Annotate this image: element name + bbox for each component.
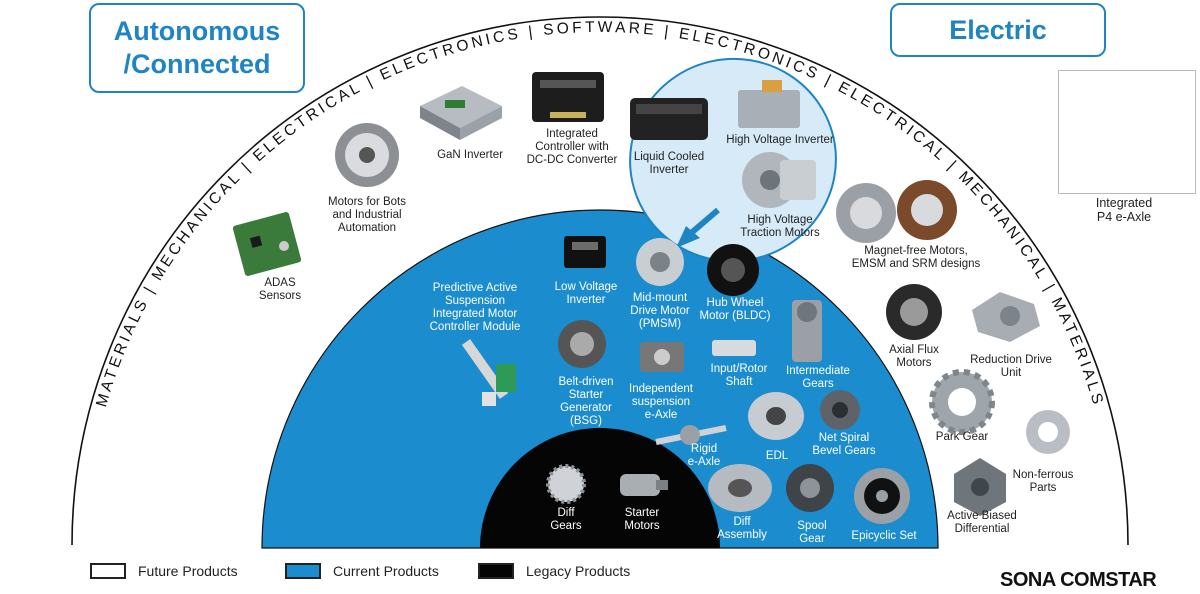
independent-eaxle-icon [640, 342, 684, 372]
net-spiral-bevel-icon [820, 390, 860, 430]
label-predictive-suspension: Predictive Active Suspension Integrated … [429, 282, 521, 333]
brand-logo-text: SONA COMSTAR [1000, 569, 1157, 591]
active-biased-diff-icon [954, 458, 1006, 516]
label-magnet-free-motors: Magnet-free Motors, EMSM and SRM designs [851, 245, 981, 270]
label-reduction-drive: Reduction Drive Unit [970, 354, 1052, 379]
legend-future-label: Future Products [138, 563, 238, 579]
hv-inverter-icon [738, 80, 800, 128]
transition-arrow [688, 207, 720, 237]
label-intermediate-gears: Intermediate Gears [786, 365, 850, 390]
label-axial-flux: Axial Flux Motors [889, 344, 939, 369]
label-mid-mount-motor: Mid-mount Drive Motor (PMSM) [630, 292, 690, 330]
predictive-suspension-icon [461, 339, 516, 406]
input-rotor-shaft-icon [712, 340, 756, 356]
park-gear-icon [929, 369, 995, 435]
motor-bots-icon [335, 123, 399, 187]
label-motors-bots: Motors for Bots and Industrial Automatio… [328, 196, 406, 234]
label-net-spiral-bevel: Net Spiral Bevel Gears [812, 432, 876, 457]
legend-legacy-label: Legacy Products [526, 563, 631, 579]
rigid-eaxle-icon [655, 425, 727, 445]
label-lv-inverter: Low Voltage Inverter [554, 281, 618, 306]
hv-traction-motor-icon [742, 152, 816, 208]
label-diff-gears: Diff Gears [550, 507, 582, 532]
future-products-arc [71, 16, 1129, 546]
autonomous-connected-text: Autonomous /Connected [113, 16, 281, 79]
legacy-products-region [480, 428, 720, 548]
electric-text: Electric [949, 14, 1047, 45]
label-edl: EDL [765, 450, 789, 462]
label-non-ferrous: Non-ferrous Parts [1012, 469, 1074, 494]
label-bsg: Belt-driven Starter Generator (BSG) [558, 376, 614, 427]
lv-inverter-icon [564, 236, 606, 268]
label-gan-inverter: GaN Inverter [437, 149, 503, 161]
integrated-controller-icon [532, 72, 604, 122]
mid-mount-motor-icon [636, 238, 684, 286]
transition-arrow-head [676, 226, 700, 248]
label-starter-motors: Starter Motors [624, 507, 660, 532]
label-epicyclic-set: Epicyclic Set [851, 530, 917, 542]
label-hv-traction-motors: High Voltage Traction Motors [740, 214, 820, 239]
legend-future-swatch [90, 563, 126, 579]
label-adas: ADAS Sensors [258, 277, 302, 302]
p4-eaxle-image [1058, 70, 1196, 194]
non-ferrous-part-icon [1026, 410, 1070, 454]
legend-current: Current Products [285, 562, 439, 580]
diff-assembly-icon [708, 464, 772, 512]
label-park-gear: Park Gear [935, 431, 989, 443]
edl-icon [748, 392, 804, 440]
spool-gear-icon [786, 464, 834, 512]
hub-wheel-motor-icon [707, 244, 759, 296]
label-active-biased-diff: Active Biased Differential [947, 510, 1017, 535]
label-spool-gear: Spool Gear [797, 520, 827, 545]
legend-current-swatch [285, 563, 321, 579]
magnet-free-motor-icon [836, 180, 957, 243]
diff-gears-icon [546, 464, 586, 504]
liquid-cooled-inverter-icon [630, 98, 708, 140]
axial-flux-motor-icon [886, 284, 942, 340]
current-products-region [261, 209, 939, 549]
starter-motor-icon [620, 474, 668, 496]
legend-current-label: Current Products [333, 563, 439, 579]
legend-legacy-swatch [478, 563, 514, 579]
legend-future: Future Products [90, 562, 238, 580]
electric-header: Electric [890, 3, 1106, 57]
label-rigid-eaxle: Rigid e-Axle [687, 443, 721, 468]
adas-sensor-icon [232, 212, 302, 276]
label-liquid-cooled-inverter: Liquid Cooled Inverter [633, 151, 705, 176]
label-p4-eaxle: Integrated P4 e-Axle [1095, 196, 1153, 224]
reduction-drive-icon [972, 292, 1040, 342]
bsg-icon [558, 320, 606, 368]
label-independent-eaxle: Independent suspension e-Axle [629, 383, 693, 421]
gan-inverter-icon [420, 86, 502, 140]
label-hub-wheel-motor: Hub Wheel Motor (BLDC) [699, 297, 771, 322]
label-input-rotor-shaft: Input/Rotor Shaft [710, 363, 768, 388]
autonomous-connected-header: Autonomous /Connected [89, 3, 305, 93]
intermediate-gears-icon [792, 300, 822, 362]
label-integrated-controller: Integrated Controller with DC-DC Convert… [526, 128, 618, 166]
legend-legacy: Legacy Products [478, 562, 630, 580]
label-diff-assembly: Diff Assembly [717, 516, 767, 541]
epicyclic-set-icon [854, 468, 910, 524]
label-hv-inverter: High Voltage Inverter [726, 134, 834, 146]
